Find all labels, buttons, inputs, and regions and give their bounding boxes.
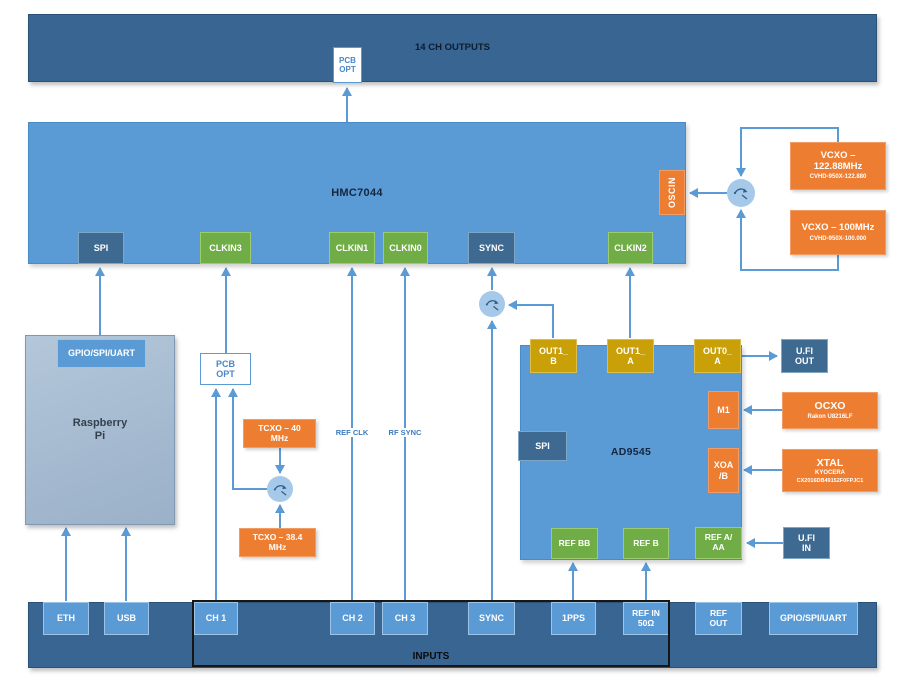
ad-out1b-label: OUT1_ B xyxy=(538,345,568,366)
ufl-out-label: U.Fl OUT xyxy=(795,345,814,366)
ch3-connector: CH 3 xyxy=(382,602,428,635)
vcxo-122-box: VCXO – 122.88MHz CVHD-950X-122.880 xyxy=(790,142,886,190)
ad-out1b-port: OUT1_ B xyxy=(530,339,577,373)
hmc-spi-port: SPI xyxy=(78,232,124,264)
hmc-clkin2-port: CLKIN2 xyxy=(608,232,653,264)
ad-spi-port: SPI xyxy=(518,431,567,461)
wire-vcxo100-to-switch xyxy=(736,209,839,271)
tcxo-40-box: TCXO – 40 MHz xyxy=(243,419,316,448)
hmc-sync-label: SYNC xyxy=(478,242,504,253)
hmc-clkin1-label: CLKIN1 xyxy=(335,242,369,253)
pcb-opt-mid-box: PCB OPT xyxy=(200,353,251,385)
hmc-clkin2-label: CLKIN2 xyxy=(614,242,647,253)
hmc-sync-port: SYNC xyxy=(468,232,515,264)
pcb-opt-top-label: PCB OPT xyxy=(339,55,356,74)
hmc7044-label: HMC7044 xyxy=(331,186,383,199)
ad-refbb-port: REF BB xyxy=(551,528,598,559)
ad-xoab-label: XOA /B xyxy=(713,460,734,481)
ad-m1-port: M1 xyxy=(708,391,739,429)
ref-out-label: REF OUT xyxy=(709,607,728,628)
1pps-connector: 1PPS xyxy=(551,602,596,635)
ch2-connector: CH 2 xyxy=(330,602,375,635)
pcb-opt-mid-label: PCB OPT xyxy=(215,358,235,379)
tcxo-select-switch xyxy=(267,476,293,502)
ufl-in-box: U.Fl IN xyxy=(783,527,830,559)
1pps-label: 1PPS xyxy=(561,613,585,624)
ad-out0a-label: OUT0_ A xyxy=(702,345,732,366)
ref-out-connector: REF OUT xyxy=(695,602,742,635)
ad-xoab-port: XOA /B xyxy=(708,448,739,493)
ad9545-label: AD9545 xyxy=(610,446,652,459)
switch-icon xyxy=(273,484,287,496)
xtal-brand: KYOCERA xyxy=(814,469,845,476)
switch-icon xyxy=(733,188,748,200)
ch1-label: CH 1 xyxy=(205,613,227,624)
outputs-bar: 14 CH OUTPUTS xyxy=(28,14,877,82)
rpi-gpio-port: GPIO/SPI/UART xyxy=(57,339,146,368)
ad-m1-label: M1 xyxy=(717,404,730,415)
sync-select-switch xyxy=(479,291,505,317)
sync-label: SYNC xyxy=(478,613,504,624)
tcxo-384-label: TCXO – 38.4 MHz xyxy=(252,531,303,552)
ad-refaaa-label: REF A/ AA xyxy=(704,532,733,552)
vcxo-100-part: CVHD-950X-100.000 xyxy=(809,235,867,242)
wire-out1b-to-switch xyxy=(508,300,554,338)
hmc-clkin3-label: CLKIN3 xyxy=(209,242,242,253)
ad-out1a-port: OUT1_ A xyxy=(607,339,654,373)
ad-out1a-label: OUT1_ A xyxy=(615,345,645,366)
ref-in-connector: REF IN 50Ω xyxy=(623,602,669,635)
rpi-gpio-label: GPIO/SPI/UART xyxy=(67,348,135,359)
usb-label: USB xyxy=(116,613,136,624)
rf-sync-wire-label: RF SYNC xyxy=(387,428,423,437)
ufl-in-label: U.Fl IN xyxy=(798,532,815,553)
ocxo-box: OCXO Rakon U8216LF xyxy=(782,392,878,429)
xtal-box: XTAL KYOCERA CX2016DB49152F0FPJC1 xyxy=(782,449,878,492)
pcb-opt-top-box: PCB OPT xyxy=(333,47,362,83)
xtal-title: XTAL xyxy=(816,456,844,469)
ocxo-title: OCXO xyxy=(814,400,846,413)
gpio-label: GPIO/SPI/UART xyxy=(779,613,847,624)
hmc-clkin1-port: CLKIN1 xyxy=(329,232,375,264)
hmc-oscin-label: OSCIN xyxy=(666,176,677,208)
outputs-bar-label: 14 CH OUTPUTS xyxy=(415,41,490,53)
ch1-connector: CH 1 xyxy=(194,602,238,635)
vcxo-100-box: VCXO – 100MHz CVHD-950X-100.000 xyxy=(790,210,886,255)
ad-refb-label: REF B xyxy=(633,537,659,548)
wire-tcxoswitch-to-pcbopt xyxy=(228,388,267,490)
raspberry-pi-label: Raspberry Pi xyxy=(72,417,128,442)
ocxo-part: Rakon U8216LF xyxy=(807,414,853,421)
switch-icon xyxy=(485,299,499,311)
tcxo-40-label: TCXO – 40 MHz xyxy=(258,422,301,443)
hmc-clkin0-port: CLKIN0 xyxy=(383,232,428,264)
xtal-part: CX2016DB49152F0FPJC1 xyxy=(796,477,864,484)
ad-refb-port: REF B xyxy=(623,528,669,559)
inputs-bar xyxy=(28,602,877,668)
vcxo-122-title: VCXO – 122.88MHz xyxy=(813,149,863,172)
ad-spi-label: SPI xyxy=(535,440,550,451)
ch3-label: CH 3 xyxy=(394,613,416,624)
hmc-clkin0-label: CLKIN0 xyxy=(389,242,422,253)
wire-vcxo122-to-switch xyxy=(736,127,839,177)
tcxo-384-box: TCXO – 38.4 MHz xyxy=(239,528,316,557)
eth-connector: ETH xyxy=(43,602,89,635)
sync-connector: SYNC xyxy=(468,602,515,635)
ref-clk-wire-label: REF CLK xyxy=(334,428,370,437)
usb-connector: USB xyxy=(104,602,149,635)
ch2-label: CH 2 xyxy=(342,613,363,624)
ad-refaaa-port: REF A/ AA xyxy=(695,527,742,559)
hmc-oscin-port: OSCIN xyxy=(659,170,685,215)
ufl-out-box: U.Fl OUT xyxy=(781,339,828,373)
ad-refbb-label: REF BB xyxy=(558,537,591,548)
hmc-spi-label: SPI xyxy=(93,242,109,253)
vcxo-122-part: CVHD-950X-122.880 xyxy=(809,174,867,181)
gpio-connector: GPIO/SPI/UART xyxy=(769,602,858,635)
hmc-clkin3-port: CLKIN3 xyxy=(200,232,251,264)
ad-out0a-port: OUT0_ A xyxy=(694,339,741,373)
ref-in-label: REF IN 50Ω xyxy=(632,607,660,628)
vcxo-select-switch xyxy=(727,179,755,207)
vcxo-100-title: VCXO – 100MHz xyxy=(801,221,875,233)
eth-label: ETH xyxy=(57,613,75,624)
